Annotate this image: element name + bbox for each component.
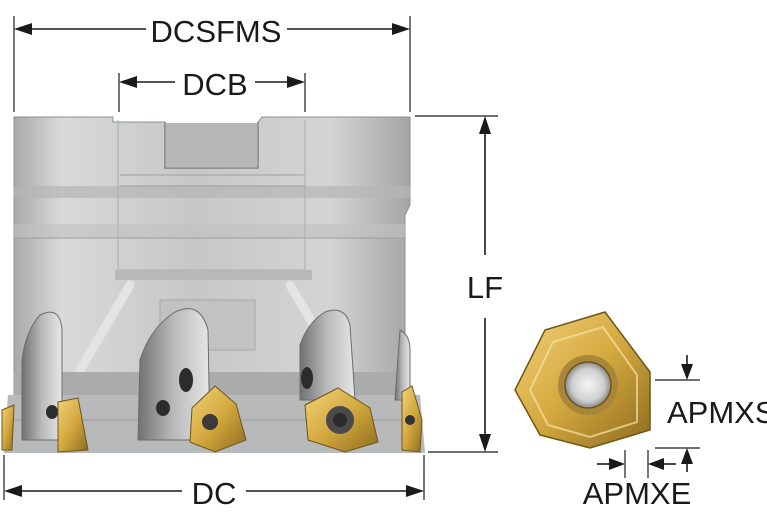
apmxs-dimension bbox=[655, 355, 700, 472]
apmxe-label: APMXE bbox=[583, 476, 692, 511]
dc-label: DC bbox=[192, 476, 237, 511]
apmxs-label: APMXS bbox=[667, 395, 767, 430]
dcsfms-dimension bbox=[13, 16, 411, 112]
chip-flute bbox=[21, 308, 411, 441]
dc-dimension bbox=[3, 455, 425, 500]
dcsfms-label: DCSFMS bbox=[151, 14, 282, 49]
insert-icon bbox=[514, 311, 651, 449]
lf-label: LF bbox=[467, 270, 503, 305]
dcb-dimension bbox=[118, 73, 306, 112]
apmxe-dimension bbox=[597, 450, 676, 478]
lf-dimension bbox=[415, 115, 498, 453]
dcb-label: DCB bbox=[182, 67, 247, 102]
mounted-insert bbox=[1, 385, 423, 453]
